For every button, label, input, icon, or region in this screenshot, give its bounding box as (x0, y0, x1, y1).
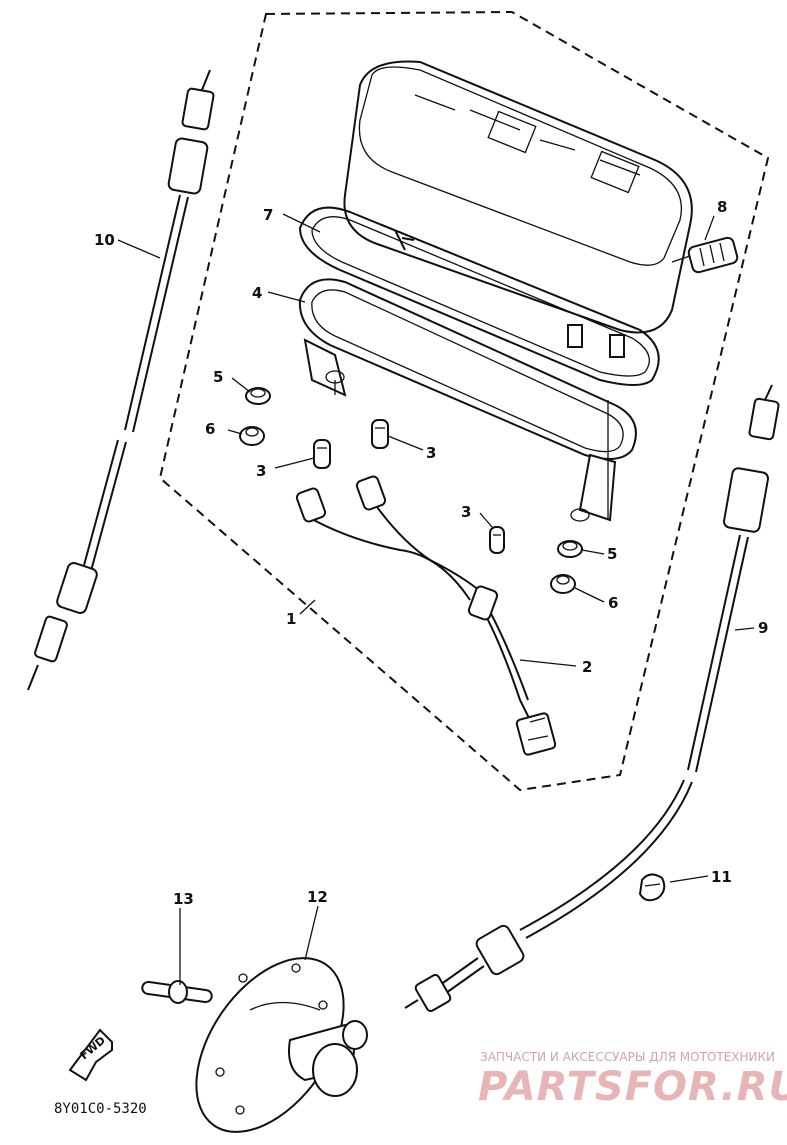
callout-2: 2 (582, 658, 592, 676)
bulb-a (313, 439, 331, 469)
callout-3-left: 3 (256, 462, 266, 480)
callout-7: 7 (263, 206, 273, 224)
bulb-b (371, 419, 389, 449)
leader-lines (117, 213, 755, 985)
callout-labels: 1 2 3 3 3 4 5 5 6 6 7 8 9 10 11 12 13 (94, 198, 768, 908)
grommet-right (557, 540, 583, 558)
trip-knob (671, 236, 739, 274)
bulb-c (489, 526, 505, 554)
diagram-code: 8Y01C0-5320 (54, 1101, 147, 1117)
grommet-left (245, 387, 271, 405)
drive-shaft (141, 980, 213, 1004)
callout-10: 10 (94, 231, 115, 249)
callout-12: 12 (307, 888, 328, 906)
gasket-ring-inner (311, 216, 650, 377)
callout-6-left: 6 (205, 420, 215, 438)
cable-clip (638, 873, 666, 902)
callout-1: 1 (286, 610, 296, 628)
callout-13: 13 (173, 890, 194, 908)
nut-left (239, 426, 265, 446)
callout-4: 4 (252, 284, 262, 302)
watermark-logo: PARTSFOR.RU (478, 1064, 787, 1110)
meter-housing (343, 60, 693, 358)
meter-bracket (298, 278, 637, 522)
assembly-boundary (158, 10, 770, 792)
callout-11: 11 (711, 868, 732, 886)
speedometer-cable-10 (27, 69, 215, 691)
callout-9: 9 (758, 619, 768, 637)
callout-3-right: 3 (461, 503, 471, 521)
callout-5-left: 5 (213, 368, 223, 386)
speedometer-cable-9 (404, 384, 780, 1013)
nut-right (550, 574, 576, 594)
wire-harness (295, 475, 557, 756)
callout-3-center: 3 (426, 444, 436, 462)
callout-8: 8 (717, 198, 727, 216)
callout-6-right: 6 (608, 594, 618, 612)
gasket-ring (298, 206, 660, 386)
forward-arrow-icon: FWD (68, 1028, 113, 1082)
callout-5-right: 5 (607, 545, 617, 563)
meter-gear-plate (195, 957, 368, 1133)
watermark-tagline: ЗАПЧАСТИ И АКСЕССУАРЫ ДЛЯ МОТОТЕХНИКИ (480, 1050, 775, 1064)
